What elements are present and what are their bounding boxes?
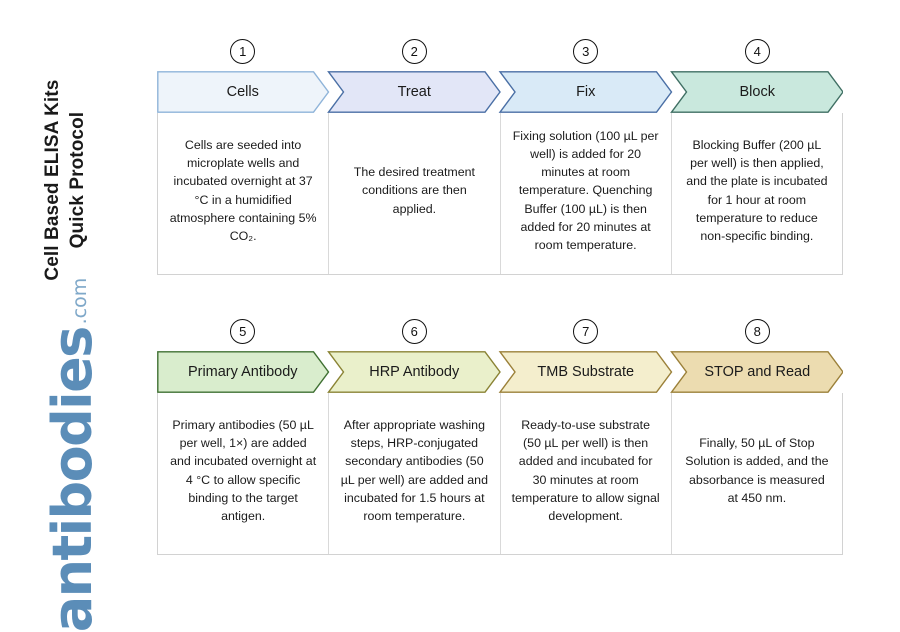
step-description-cell: Finally, 50 µL of Stop Solution is added… [672,393,842,554]
step-description-text: After appropriate washing steps, HRP-con… [340,418,488,523]
step-number-3: 3 [500,33,672,69]
chevron-label: Treat [397,84,431,100]
step-description-cell: After appropriate washing steps, HRP-con… [329,393,501,554]
step-description-cell: Blocking Buffer (200 µL per well) is the… [672,113,842,274]
chevron-label-strip-2: Primary Antibody HRP Antibody TMB Substrat… [157,351,843,393]
step-description-cell: Ready-to-use substrate (50 µL per well) … [501,393,672,554]
step-number-circle: 6 [401,318,427,344]
chevron-cells[interactable] [157,71,330,113]
step-description-text: Ready-to-use substrate (50 µL per well) … [511,418,660,523]
description-strip-1: Cells are seeded into microplate wells a… [157,113,843,275]
chevron-hrp-antibody[interactable] [327,351,501,393]
step-description-cell: The desired treatment conditions are the… [329,113,501,274]
logo-wordmark: antibodies [40,327,104,632]
step-number-circle: 3 [573,38,599,64]
step-number-8: 8 [672,313,844,349]
chevron-band-1: Cells Treat Fix Block [157,71,843,113]
chevron-shapes-2 [157,351,843,393]
step-number-6: 6 [329,313,501,349]
chevron-label: Block [739,84,775,100]
chevron-label-strip-1: Cells Treat Fix Block [157,71,843,113]
step-number-strip-2: 5 6 7 8 [157,313,843,349]
step-description-text: Fixing solution (100 µL per well) is add… [512,129,659,252]
chevron-primary-antibody[interactable] [157,351,330,393]
step-description-text: Finally, 50 µL of Stop Solution is added… [685,436,829,505]
chevron-label: HRP Antibody [369,364,460,380]
chevron-label: TMB Substrate [537,364,635,380]
branding-column: Cell Based ELISA Kits Quick Protocol ant… [0,0,150,632]
step-number-circle: 8 [744,318,770,344]
protocol-row-1: 1 2 3 4 Cells Treat Fix Block Cells are seeded… [157,33,843,275]
chevron-label: Cells [226,84,259,100]
chevron-label: STOP and Read [704,364,811,380]
step-number-1: 1 [157,33,329,69]
chevron-label: Primary Antibody [187,364,298,380]
chevron-fix[interactable] [498,71,673,113]
step-description-text: Cells are seeded into microplate wells a… [169,138,317,243]
page-title-line1: Cell Based ELISA Kits [41,79,63,281]
chevron-shapes-1 [157,71,843,113]
protocol-row-2: 5 6 7 8 Primary Antibody HRP Antibody TMB Sub… [157,313,843,555]
step-description-text: Blocking Buffer (200 µL per well) is the… [686,138,828,243]
chevron-band-2: Primary Antibody HRP Antibody TMB Substrat… [157,351,843,393]
step-description-text: Primary antibodies (50 µL per well, 1×) … [170,418,317,523]
step-number-circle: 2 [401,38,427,64]
step-description-cell: Cells are seeded into microplate wells a… [158,113,330,274]
chevron-label: Fix [576,84,596,100]
description-strip-2: Primary antibodies (50 µL per well, 1×) … [157,393,843,555]
chevron-block[interactable] [670,71,844,113]
step-number-7: 7 [500,313,672,349]
step-number-circle: 7 [573,318,599,344]
step-description-cell: Primary antibodies (50 µL per well, 1×) … [158,393,330,554]
antibodies-logo[interactable]: antibodies .com [28,278,104,632]
step-description-cell: Fixing solution (100 µL per well) is add… [501,113,672,274]
chevron-stop-and-read[interactable] [670,351,844,393]
step-number-2: 2 [329,33,501,69]
step-number-circle: 4 [744,38,770,64]
step-number-4: 4 [672,33,844,69]
step-number-5: 5 [157,313,329,349]
step-number-strip-1: 1 2 3 4 [157,33,843,69]
step-description-text: The desired treatment conditions are the… [353,165,475,216]
step-number-circle: 1 [230,38,256,64]
step-number-circle: 5 [230,318,256,344]
chevron-treat[interactable] [327,71,501,113]
chevron-tmb-substrate[interactable] [498,351,673,393]
logo-tld: .com [69,277,91,325]
